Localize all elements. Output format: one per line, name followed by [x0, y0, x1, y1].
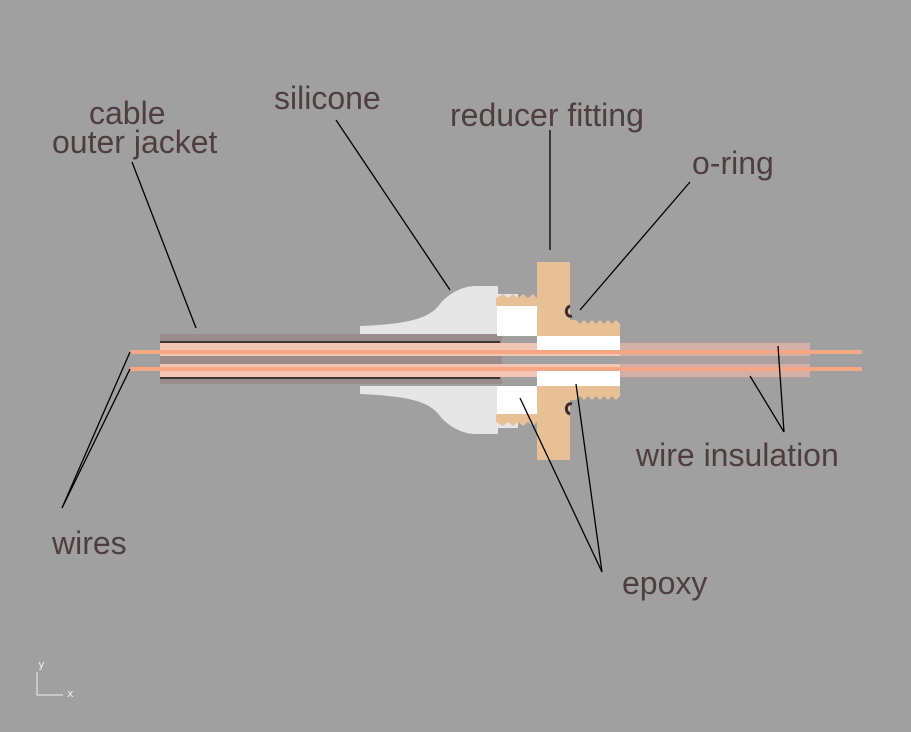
epoxy-upper-left	[497, 306, 537, 336]
label-outer-jacket: outer jacket	[52, 124, 218, 160]
wire-conductor-upper	[130, 350, 862, 354]
leader-wire-insulation-2	[777, 345, 785, 433]
silicone-upper	[360, 286, 498, 334]
axis-indicator	[36, 672, 63, 696]
label-cable: cable	[89, 95, 166, 131]
epoxy-bore-upper	[537, 336, 620, 350]
label-wires: wires	[51, 525, 127, 561]
label-reducer-fitting: reducer fitting	[450, 97, 644, 133]
label-silicone: silicone	[274, 80, 381, 116]
leader-wires-1	[61, 351, 131, 509]
o-ring-lower	[564, 402, 573, 416]
leader-wire-insulation-1	[749, 375, 785, 433]
o-ring-upper	[564, 304, 573, 318]
leader-silicone	[335, 119, 451, 291]
wire-insulation-band	[620, 342, 810, 378]
leader-o-ring	[579, 181, 691, 311]
axis-label-y: y	[38, 658, 45, 671]
epoxy-bore-lower	[537, 370, 620, 386]
axis-label-x: x	[67, 687, 74, 700]
wire-conductor-lower	[130, 367, 862, 371]
reducer-fitting-lower	[496, 384, 620, 460]
leader-epoxy-1	[519, 397, 603, 573]
epoxy-lower-left	[497, 386, 537, 414]
leader-wires-2	[61, 368, 131, 509]
reducer-fitting-upper	[496, 262, 620, 336]
label-o-ring: o-ring	[692, 145, 774, 181]
label-wire-insulation: wire insulation	[635, 437, 839, 473]
silicone-lower	[360, 386, 498, 434]
leader-outer-jacket	[131, 161, 197, 329]
leader-epoxy-2	[575, 383, 603, 573]
label-epoxy: epoxy	[622, 565, 707, 601]
